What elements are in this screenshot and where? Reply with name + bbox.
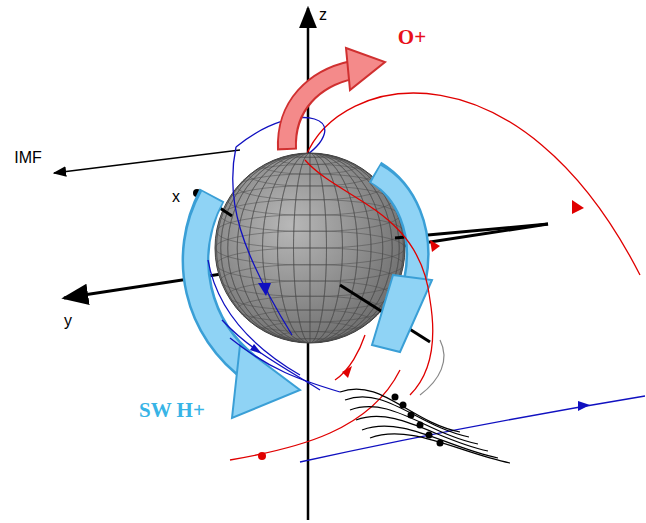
streamline-dot [437, 440, 444, 447]
streamline [420, 340, 444, 395]
streamline-dot [417, 422, 424, 429]
imf-label: IMF [14, 149, 42, 167]
streamline [350, 407, 478, 444]
longitude-line [237, 153, 383, 343]
ion-label: SW H+ [139, 399, 205, 422]
streamline [362, 426, 498, 458]
imf-arrow [54, 150, 240, 173]
longitude-line [294, 153, 327, 343]
streamline-dot [400, 402, 407, 409]
solar-wind-flow [196, 195, 255, 372]
longitude-line [278, 153, 343, 343]
axis-label: z [319, 6, 327, 24]
longitude-line [237, 153, 383, 343]
solar-wind-flow [196, 197, 255, 372]
longitude-line [249, 153, 371, 343]
longitude-line [249, 153, 371, 343]
longitude-line [263, 153, 358, 343]
streamline-dot [392, 394, 399, 401]
field-lines-black [340, 389, 510, 463]
longitude-line [294, 153, 327, 343]
o-plus-flow [287, 70, 352, 148]
streamline-dot [426, 432, 433, 439]
streamline-dot [408, 412, 415, 419]
longitude-line [263, 153, 358, 343]
flow-arrow [572, 200, 584, 214]
longitude-line [228, 153, 393, 343]
field-lines-blue [208, 147, 645, 462]
longitude-line [310, 153, 311, 343]
flow-arrows-red [258, 240, 440, 460]
solar-wind-flow [375, 172, 418, 280]
solar-wind-arrowhead [372, 275, 432, 352]
longitude-line [278, 153, 343, 343]
streamline [370, 434, 510, 463]
o-plus-flow [287, 70, 352, 150]
axis-label: x [172, 188, 180, 206]
ion-label: O+ [398, 26, 426, 49]
longitude-line [228, 153, 393, 343]
flow-arrows-blue [250, 283, 590, 411]
solar-wind-flow [376, 174, 418, 280]
axis-label: y [64, 312, 72, 330]
o-plus-arrowhead [346, 48, 385, 90]
streamline [340, 389, 460, 432]
